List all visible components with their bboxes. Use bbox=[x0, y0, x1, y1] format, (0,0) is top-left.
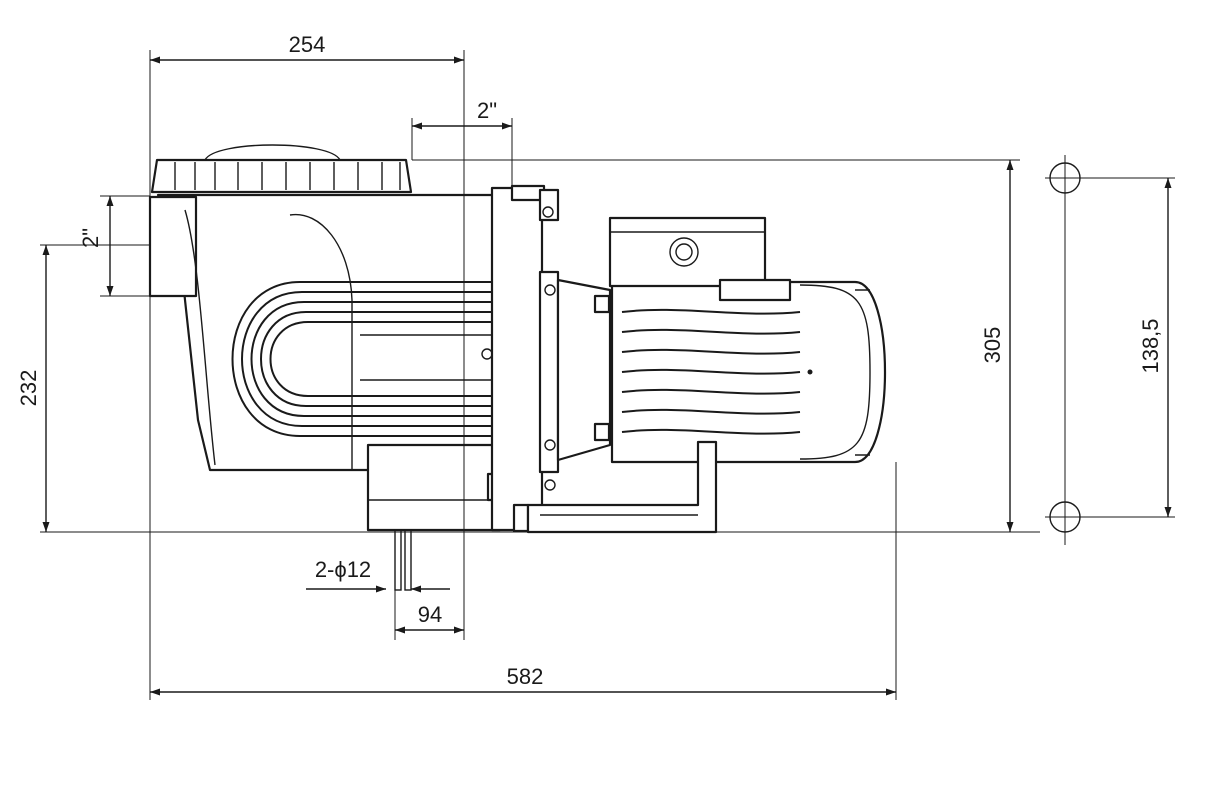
extension-lines bbox=[40, 50, 1040, 700]
discharge-flange bbox=[481, 184, 560, 533]
label-port-side: 2" bbox=[78, 228, 103, 248]
label-94: 94 bbox=[418, 602, 442, 627]
dimension-labels: 254 2" 2" 232 305 138,5 2-ϕ12 94 582 bbox=[16, 32, 1163, 689]
label-port-top: 2" bbox=[477, 98, 497, 123]
pump-volute bbox=[231, 281, 545, 437]
label-138-5: 138,5 bbox=[1138, 318, 1163, 373]
label-305: 305 bbox=[980, 327, 1005, 364]
strainer-lid bbox=[150, 144, 413, 194]
label-582: 582 bbox=[507, 664, 544, 689]
pump-base bbox=[366, 443, 508, 591]
label-254: 254 bbox=[289, 32, 326, 57]
pump-outline bbox=[148, 144, 886, 591]
label-232: 232 bbox=[16, 370, 41, 407]
label-bolt-holes: 2-ϕ12 bbox=[315, 557, 371, 582]
strainer-housing bbox=[148, 193, 502, 472]
motor bbox=[556, 216, 886, 464]
mounting-holes bbox=[1045, 155, 1175, 545]
dimension-lines bbox=[42, 56, 1172, 696]
